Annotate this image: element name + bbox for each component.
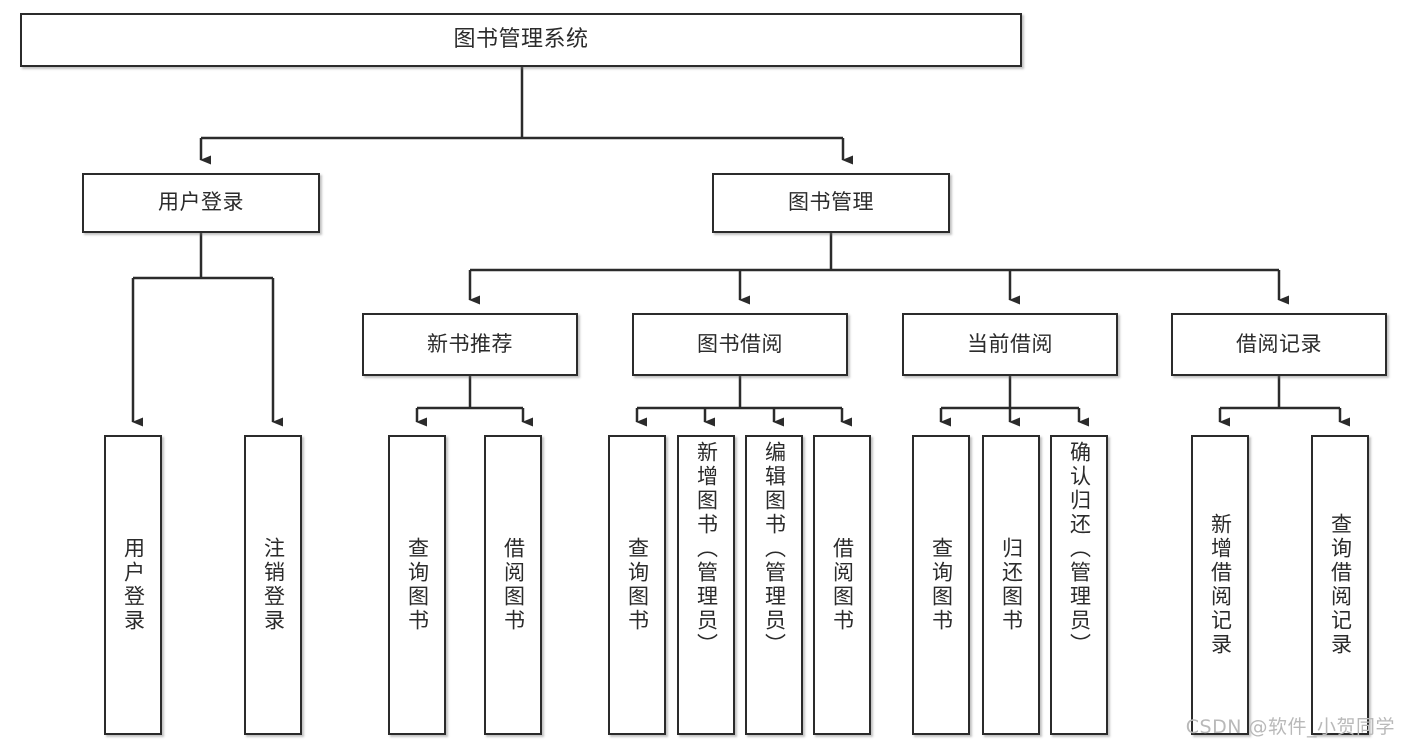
leaf-record-add[interactable]: 新增借阅记录 <box>1191 435 1249 735</box>
leaf-current-return-book-label: 归还图书 <box>999 537 1024 633</box>
node-book-borrow[interactable]: 图书借阅 <box>632 313 848 376</box>
leaf-borrow-add-book[interactable]: 新增图书（管理员） <box>677 435 735 735</box>
node-book-management-label: 图书管理 <box>788 190 874 215</box>
leaf-current-return-book[interactable]: 归还图书 <box>982 435 1040 735</box>
leaf-borrow-edit-book-label: 编辑图书（管理员） <box>762 441 787 657</box>
leaf-user-login-login-label: 用户登录 <box>121 537 146 633</box>
node-root-label: 图书管理系统 <box>453 26 589 52</box>
leaf-current-query-book[interactable]: 查询图书 <box>912 435 970 735</box>
node-book-management[interactable]: 图书管理 <box>712 173 950 233</box>
leaf-record-query-label: 查询借阅记录 <box>1328 513 1353 657</box>
node-borrow-record[interactable]: 借阅记录 <box>1171 313 1387 376</box>
leaf-current-query-book-label: 查询图书 <box>929 537 954 633</box>
node-book-borrow-label: 图书借阅 <box>697 331 783 356</box>
node-new-book-recommend-label: 新书推荐 <box>427 331 513 356</box>
node-user-login[interactable]: 用户登录 <box>82 173 320 233</box>
leaf-new-book-query-label: 查询图书 <box>405 537 430 633</box>
leaf-borrow-query-book[interactable]: 查询图书 <box>608 435 666 735</box>
node-current-borrow[interactable]: 当前借阅 <box>902 313 1118 376</box>
leaf-user-login-logout-label: 注销登录 <box>261 537 286 633</box>
leaf-new-book-query[interactable]: 查询图书 <box>388 435 446 735</box>
node-user-login-label: 用户登录 <box>158 190 244 215</box>
leaf-borrow-add-book-label: 新增图书（管理员） <box>694 441 719 657</box>
watermark: CSDN @软件_小贺同学 <box>1185 716 1395 738</box>
leaf-borrow-edit-book[interactable]: 编辑图书（管理员） <box>745 435 803 735</box>
leaf-record-add-label: 新增借阅记录 <box>1208 513 1233 657</box>
leaf-borrow-borrow-book[interactable]: 借阅图书 <box>813 435 871 735</box>
leaf-new-book-borrow[interactable]: 借阅图书 <box>484 435 542 735</box>
leaf-borrow-query-book-label: 查询图书 <box>625 537 650 633</box>
node-new-book-recommend[interactable]: 新书推荐 <box>362 313 578 376</box>
node-root[interactable]: 图书管理系统 <box>20 13 1022 67</box>
leaf-borrow-borrow-book-label: 借阅图书 <box>830 537 855 633</box>
leaf-user-login-logout[interactable]: 注销登录 <box>244 435 302 735</box>
leaf-current-confirm-return-label: 确认归还（管理员） <box>1067 441 1092 657</box>
node-borrow-record-label: 借阅记录 <box>1236 331 1322 356</box>
node-current-borrow-label: 当前借阅 <box>967 331 1053 356</box>
leaf-current-confirm-return[interactable]: 确认归还（管理员） <box>1050 435 1108 735</box>
leaf-user-login-login[interactable]: 用户登录 <box>104 435 162 735</box>
leaf-new-book-borrow-label: 借阅图书 <box>501 537 526 633</box>
leaf-record-query[interactable]: 查询借阅记录 <box>1311 435 1369 735</box>
